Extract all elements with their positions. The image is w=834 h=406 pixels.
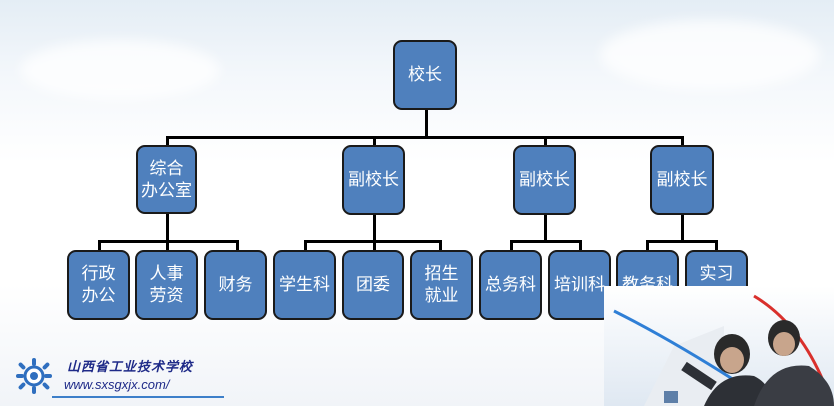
connector-line: [373, 136, 376, 147]
connector-line: [681, 213, 684, 242]
school-url[interactable]: www.sxsgxjx.com/: [64, 377, 170, 392]
connector-line: [510, 240, 582, 243]
node-finance: 财务: [204, 250, 267, 320]
connector-line: [304, 240, 307, 252]
connector-line: [236, 240, 239, 252]
connector-line: [715, 240, 718, 252]
connector-line: [646, 240, 649, 252]
node-principal: 校长: [393, 40, 457, 110]
node-admissions-employment: 招生 就业: [410, 250, 473, 320]
connector-line: [646, 240, 718, 243]
node-vice-principal-1: 副校长: [342, 145, 405, 215]
background-cloud: [600, 20, 820, 90]
node-admin-office: 行政 办公: [67, 250, 130, 320]
connector-line: [510, 240, 513, 252]
school-emblem-icon: [16, 358, 52, 394]
connector-line: [166, 136, 169, 147]
background-cloud: [20, 40, 220, 100]
node-general-affairs: 总务科: [479, 250, 542, 320]
connector-line: [373, 240, 376, 252]
connector-line: [166, 240, 169, 252]
connector-line: [544, 213, 547, 242]
node-hr-payroll: 人事 劳资: [135, 250, 198, 320]
connector-line: [579, 240, 582, 252]
connector-line: [166, 212, 169, 242]
school-name: 山西省工业技术学校: [67, 360, 194, 375]
connector-line: [439, 240, 442, 252]
connector-line: [98, 240, 101, 252]
students-photo: [604, 286, 834, 406]
connector-line: [373, 213, 376, 242]
node-vice-principal-2: 副校长: [513, 145, 576, 215]
connector-line: [544, 136, 547, 147]
node-student-affairs: 学生科: [273, 250, 336, 320]
node-youth-league: 团委: [342, 250, 404, 320]
connector-line: [166, 136, 684, 139]
school-logo: 山西省工业技术学校 www.sxsgxjx.com/: [12, 350, 224, 400]
node-vice-principal-3: 副校长: [650, 145, 714, 215]
node-training: 培训科: [548, 250, 611, 320]
logo-underline: [52, 396, 224, 398]
connector-line: [425, 108, 428, 138]
connector-line: [681, 136, 684, 147]
node-general-office: 综合 办公室: [136, 145, 197, 214]
